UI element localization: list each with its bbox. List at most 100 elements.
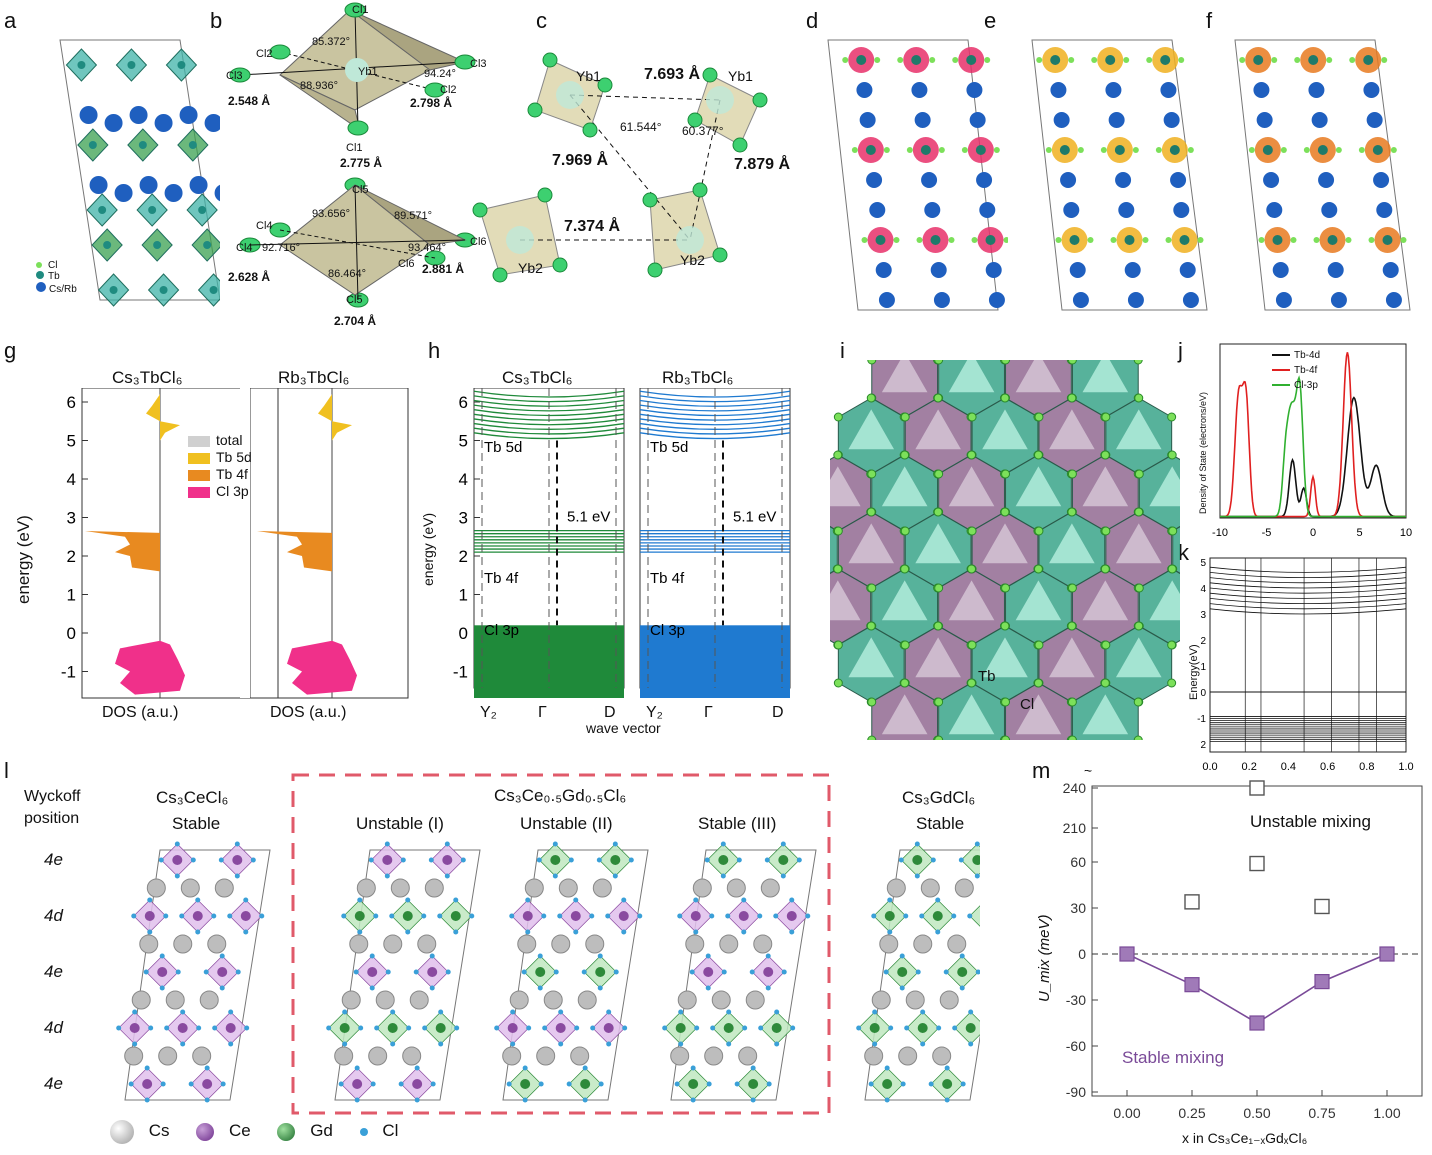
cl-atom [203, 969, 209, 975]
cl-atom [720, 841, 726, 847]
ce-atom [367, 967, 378, 977]
cl-atom [1197, 237, 1204, 243]
cl-atom [884, 1065, 890, 1071]
l-legend: Cs Ce Gd Cl [110, 1120, 398, 1144]
b-angle-2: 88.936° [300, 80, 339, 92]
h-k-d-1: D [604, 704, 616, 721]
cl-atom [628, 857, 634, 863]
b-angle-4: 93.656° [312, 208, 351, 220]
cl-atom [621, 897, 627, 903]
cl-atom [833, 564, 843, 574]
cs-atom [1160, 82, 1177, 98]
gd-atom [869, 1023, 880, 1033]
cs-atom [424, 878, 444, 898]
cl-atom [967, 913, 973, 919]
cs-atom [1127, 292, 1144, 308]
cl-atom [228, 1041, 234, 1047]
x-tick-label: 1.00 [1373, 1105, 1400, 1121]
tb-atom [966, 55, 977, 65]
ce-atom [177, 1023, 188, 1033]
cl-atom [438, 1041, 444, 1047]
cl-atom [900, 450, 910, 460]
y-tick-label: -60 [1066, 1038, 1086, 1054]
unstable-point [1314, 898, 1330, 915]
cl-atom [1100, 450, 1110, 460]
polyhedron-face [848, 409, 895, 450]
ce-atom [232, 855, 243, 865]
g-ylabel: energy (eV) [14, 515, 33, 604]
gd-atom [912, 855, 923, 865]
ce-atom [412, 1079, 423, 1089]
l-status-1: Stable [172, 814, 221, 833]
band-line [1209, 587, 1407, 594]
polyhedron-face [915, 409, 961, 450]
cl-atom [678, 1009, 684, 1015]
cl-atom [424, 82, 446, 98]
cl-atom [867, 469, 877, 479]
cs-atom [760, 878, 780, 898]
y-tick-label: -30 [1066, 992, 1086, 1008]
cl-atom [384, 841, 390, 847]
cl-atom [1003, 237, 1008, 243]
cl-atom [710, 1025, 716, 1031]
cl-atom [148, 1025, 154, 1031]
cs-atom [334, 1046, 354, 1066]
tb-atom [1114, 145, 1125, 155]
cl-atom [1001, 469, 1011, 479]
yb-atom [676, 226, 704, 254]
cl-atom [938, 147, 945, 153]
cl-atom [693, 929, 699, 935]
gd-atom [610, 855, 621, 865]
cs-atom [139, 176, 158, 194]
cl-atom [868, 1081, 874, 1087]
cs-atom [146, 878, 166, 898]
cl-atom [354, 1097, 360, 1103]
cs-atom [207, 934, 227, 954]
cl-atom [1167, 678, 1177, 688]
polyhedron-face [1049, 409, 1095, 450]
cs-atom [1363, 82, 1380, 98]
cl-atom [1100, 564, 1110, 574]
cs-atom [979, 202, 996, 218]
cs-atom [856, 82, 873, 98]
cl-atom [525, 897, 531, 903]
cl-atom [1167, 640, 1177, 650]
polyhedron-face [948, 694, 995, 735]
cl-atom [984, 57, 991, 63]
cl-atom [1167, 450, 1177, 460]
polyhedron-face [1015, 466, 1062, 507]
cl-atom [385, 969, 391, 975]
b-angle-5: 89.571° [394, 210, 433, 222]
cs-atom [204, 114, 220, 132]
cl-atom [736, 857, 742, 863]
g-legend-tb5d: Tb 5d [216, 449, 252, 465]
cl-atom [326, 1025, 332, 1031]
cs-atom [677, 990, 697, 1010]
polyhedron-face [1082, 466, 1129, 507]
polyhedron-face [1082, 580, 1129, 621]
panel-label-j: j [1178, 338, 1183, 363]
cl-atom [526, 1025, 532, 1031]
cs-atom [913, 934, 933, 954]
c-angle-1: 61.544° [620, 120, 662, 134]
cs-atom [104, 114, 123, 132]
cl-atom [967, 412, 977, 422]
cs-atom [1063, 202, 1080, 218]
yb-atom [706, 86, 734, 114]
l-status-3: Unstable (II) [520, 814, 613, 833]
cs-atom [1373, 172, 1390, 188]
h-ylabel: energy (eV) [420, 512, 436, 586]
tb-atom [856, 55, 867, 65]
ce-atom [555, 1023, 566, 1033]
cl-atom [132, 1009, 138, 1015]
cl-atom [690, 1097, 696, 1103]
b-angle-1: 85.372° [312, 36, 351, 48]
cl-atom [1000, 393, 1010, 403]
cl-atom [867, 735, 877, 740]
cs-atom [966, 82, 983, 98]
b-label-cl2: Cl2 [256, 48, 273, 60]
gd-atom [688, 1079, 699, 1089]
y-tick-label: 6 [67, 393, 76, 412]
tb5d-dos [318, 394, 352, 441]
c-dist-3: 7.879 Å [734, 156, 791, 173]
